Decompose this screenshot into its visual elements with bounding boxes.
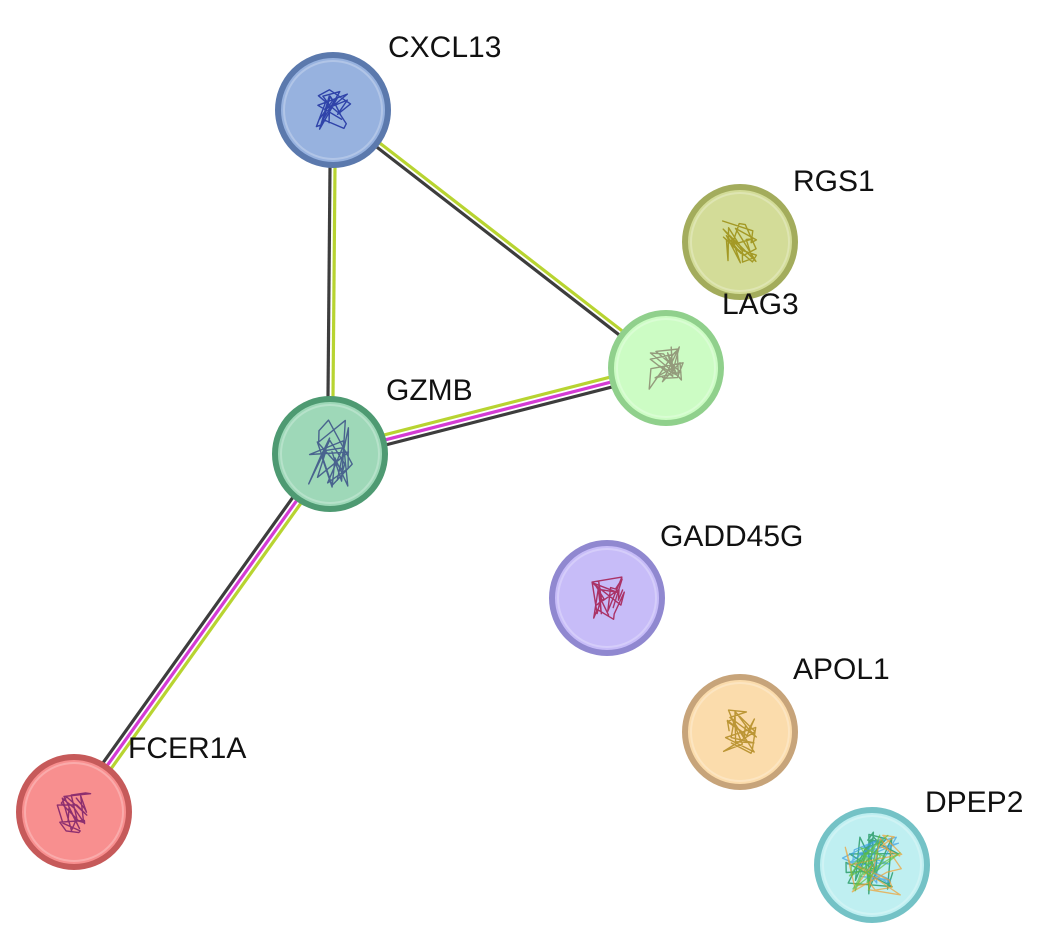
protein-structure-icon bbox=[648, 346, 684, 390]
node-label-lag3: LAG3 bbox=[722, 288, 799, 321]
node-label-gzmb: GZMB bbox=[386, 374, 473, 407]
node-fcer1a[interactable]: FCER1A bbox=[16, 732, 246, 870]
edge-evidence-line bbox=[328, 361, 666, 451]
edge-evidence-line bbox=[330, 371, 668, 461]
node-inner-ring bbox=[616, 318, 716, 418]
node-inner-ring bbox=[557, 548, 657, 648]
node-label-rgs1: RGS1 bbox=[793, 165, 875, 198]
node-rgs1[interactable]: RGS1 bbox=[682, 165, 875, 300]
node-lag3[interactable]: LAG3 bbox=[608, 288, 799, 426]
protein-structure-icon bbox=[315, 89, 352, 130]
edge-evidence-line bbox=[68, 450, 328, 811]
edge-cxcl13-lag3[interactable] bbox=[330, 106, 669, 372]
node-inner-ring bbox=[690, 192, 790, 292]
node-label-fcer1a: FCER1A bbox=[128, 732, 246, 765]
node-apol1[interactable]: APOL1 bbox=[682, 653, 890, 790]
edge-evidence-line bbox=[333, 106, 669, 368]
node-gadd45g[interactable]: GADD45G bbox=[549, 520, 803, 656]
node-label-dpep2: DPEP2 bbox=[925, 786, 1023, 819]
edge-evidence-line bbox=[72, 453, 332, 813]
protein-structure-icon bbox=[722, 220, 758, 264]
node-bubble bbox=[275, 52, 391, 168]
node-dpep2[interactable]: DPEP2 bbox=[814, 786, 1023, 923]
node-inner-ring bbox=[24, 762, 124, 862]
protein-structure-icon bbox=[591, 576, 625, 620]
edge-gzmb-fcer1a[interactable] bbox=[68, 450, 336, 816]
node-inner-ring bbox=[283, 60, 383, 160]
node-gzmb[interactable]: GZMB bbox=[272, 374, 473, 512]
edge-evidence-line bbox=[330, 110, 666, 372]
node-inner-ring bbox=[822, 815, 922, 915]
protein-structure-icon bbox=[722, 709, 757, 754]
node-bubble bbox=[16, 754, 132, 870]
node-bubble bbox=[272, 396, 388, 512]
node-label-apol1: APOL1 bbox=[793, 653, 890, 686]
node-cxcl13[interactable]: CXCL13 bbox=[275, 31, 501, 168]
node-inner-ring bbox=[280, 404, 380, 504]
edge-evidence-line bbox=[76, 455, 336, 816]
node-bubble bbox=[608, 310, 724, 426]
node-label-cxcl13: CXCL13 bbox=[388, 31, 501, 64]
protein-structure-icon bbox=[56, 792, 92, 834]
protein-structure-icon bbox=[844, 834, 903, 896]
node-label-gadd45g: GADD45G bbox=[660, 520, 803, 553]
node-inner-ring bbox=[690, 682, 790, 782]
protein-structure-icon bbox=[848, 834, 901, 892]
protein-structure-icon bbox=[308, 419, 353, 488]
